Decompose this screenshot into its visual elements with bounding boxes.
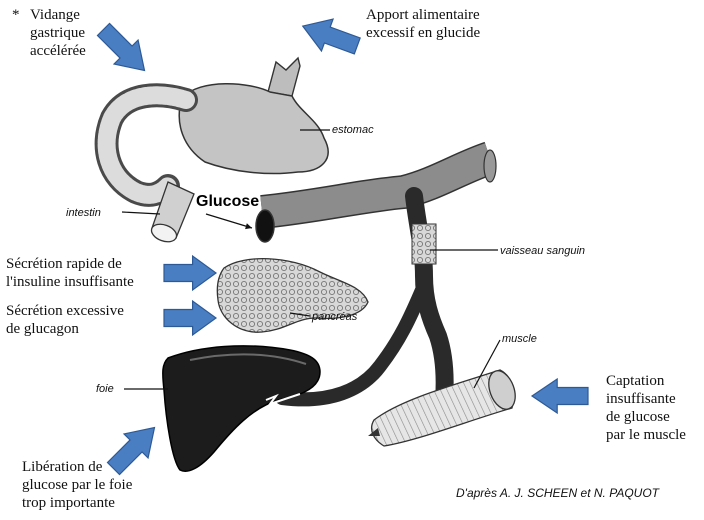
label-foie: foie (96, 383, 114, 395)
label-intestin: intestin (66, 207, 101, 219)
arrow-captation (530, 377, 589, 415)
annotation-liberation: Libération de glucose par le foie trop i… (22, 459, 136, 511)
annotation-captation: Captation insuffisante de glucose par le… (606, 373, 686, 443)
annotation-vidange: Vidange gastrique accélérée (30, 7, 89, 59)
blood-vessel-opening (255, 209, 275, 243)
annotation-secretion-glucagon: Sécrétion excessive de glucagon (6, 303, 128, 337)
arrow-vidange (96, 22, 146, 72)
intestine-loop-inner (97, 86, 195, 204)
label-leader-lines (121, 129, 501, 390)
leader-glucose-head (245, 223, 252, 230)
label-vaisseau-sanguin: vaisseau sanguin (500, 245, 585, 257)
arrow-insuline (163, 254, 218, 292)
muscle-tendon (368, 428, 380, 436)
stomach-shape (178, 83, 329, 175)
text-annotations: * Vidange gastrique accélérée Apport ali… (6, 7, 686, 511)
credit-text: D'après A. J. SCHEEN et N. PAQUOT (456, 486, 661, 500)
blood-vessel-trunk-fill (260, 143, 496, 228)
muscle-shape (370, 369, 515, 447)
label-pancreas: pancréas (311, 311, 358, 323)
muscle-end (488, 370, 516, 410)
label-estomac: estomac (332, 124, 374, 136)
hepatic-vessel-branch (275, 283, 429, 407)
asterisk: * (12, 7, 20, 23)
anatomy-illustration (94, 56, 516, 472)
arrow-liberation (106, 426, 156, 476)
blood-vessel-end (483, 149, 497, 183)
label-muscle: muscle (502, 333, 537, 345)
arrow-apport (301, 18, 361, 55)
leader-glucose (205, 213, 253, 229)
liver-shape (162, 345, 321, 472)
liver-white-arrow (265, 393, 301, 406)
liver-highlight (189, 353, 307, 365)
pancreas-shape (216, 257, 369, 333)
blue-arrows (96, 18, 589, 476)
arrow-glucagon (163, 299, 218, 337)
annotation-apport: Apport alimentaire excessif en glucide (366, 7, 483, 41)
leader-pancreas (289, 312, 311, 317)
annotation-secretion-insuline: Sécrétion rapide de l'insuline insuffisa… (6, 256, 134, 290)
intestine-opening (150, 223, 178, 243)
leader-intestin (121, 211, 161, 215)
label-glucose: Glucose (196, 193, 259, 210)
vessel-mesh (411, 223, 437, 265)
leader-muscle (473, 339, 501, 389)
oesophagus-shape (267, 56, 301, 97)
